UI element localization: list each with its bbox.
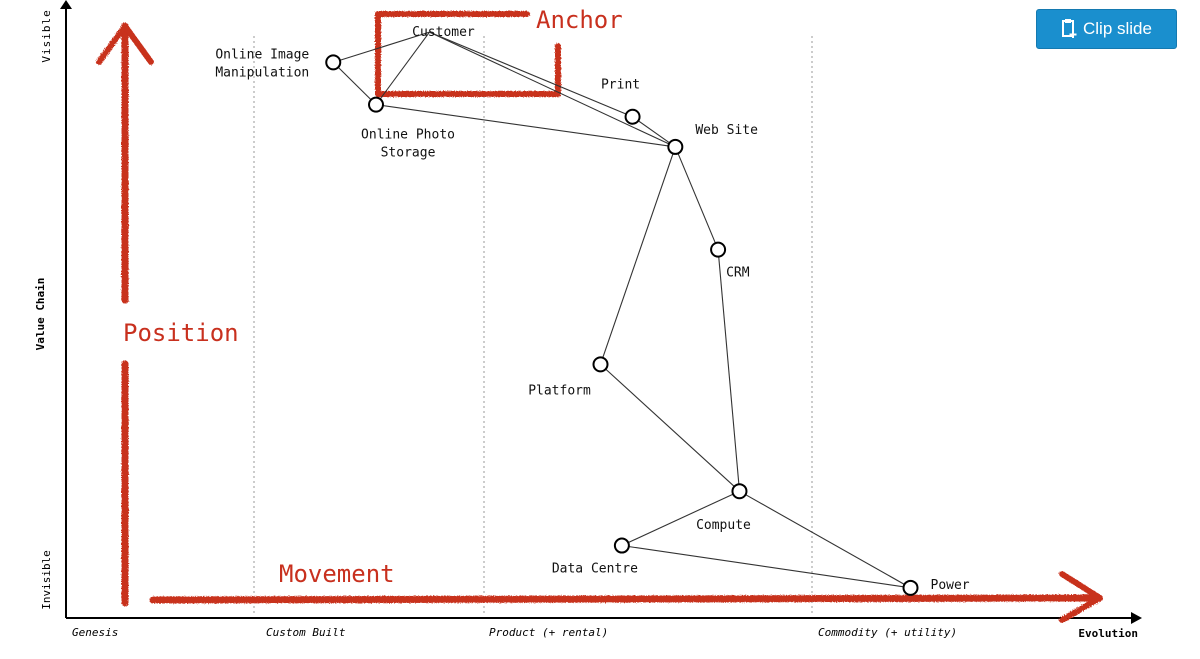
component-label-line: Data Centre <box>552 562 638 577</box>
component-data-centre: Data Centre <box>552 537 638 577</box>
component-label-line: Manipulation <box>215 65 309 80</box>
component-label-customer: Customer <box>412 25 475 40</box>
link-crm-to-compute <box>717 249 741 492</box>
component-node-web-site <box>667 138 684 155</box>
component-node-crm <box>710 241 727 258</box>
y-axis-top-label: Visible <box>40 9 53 62</box>
component-label-compute: Compute <box>696 518 751 533</box>
component-label-line: Print <box>601 78 640 93</box>
component-label-line: Compute <box>696 518 751 533</box>
component-web-site: Web Site <box>667 123 758 155</box>
y-axis-bottom-label: Invisible <box>40 550 53 610</box>
component-power: Power <box>902 578 970 596</box>
clip-slide-button[interactable]: Clip slide <box>1036 9 1177 49</box>
stage-label-custom-built: Custom Built <box>266 626 346 639</box>
link-platform-to-compute <box>600 363 740 492</box>
component-label-line: Online Image <box>215 47 309 62</box>
component-node-online-image-manipulation <box>325 54 342 71</box>
stage-label-product: Product (+ rental) <box>489 626 608 639</box>
x-axis-arrow <box>1131 612 1142 624</box>
link-customer-to-online-image-manipulation <box>333 31 430 63</box>
y-axis-title: Value Chain <box>34 278 47 351</box>
clip-slide-label: Clip slide <box>1083 19 1152 38</box>
component-label-crm: CRM <box>726 266 750 281</box>
position-label: Position <box>123 319 239 347</box>
anchor-label: Anchor <box>536 6 623 34</box>
component-customer: Customer <box>412 25 475 40</box>
component-print: Print <box>601 78 641 125</box>
link-web-site-to-crm <box>674 146 719 250</box>
link-web-site-to-platform <box>599 146 676 365</box>
link-customer-to-online-photo-storage <box>375 31 430 105</box>
component-platform: Platform <box>528 356 609 398</box>
position-arrow-head <box>96 23 154 65</box>
link-compute-to-data-centre <box>621 490 740 547</box>
clip-icon <box>1061 19 1077 39</box>
link-online-image-manipulation-to-online-photo-storage <box>332 61 377 106</box>
link-online-photo-storage-to-web-site <box>375 104 676 148</box>
component-node-compute <box>731 483 748 500</box>
component-label-line: CRM <box>726 266 750 281</box>
component-label-power: Power <box>931 578 970 593</box>
component-label-platform: Platform <box>528 383 591 398</box>
stage-label-genesis: Genesis <box>72 626 118 639</box>
component-label-print: Print <box>601 78 640 93</box>
link-data-centre-to-power <box>621 545 911 589</box>
movement-label: Movement <box>279 560 395 588</box>
y-axis-arrow <box>60 0 72 9</box>
component-label-line: Web Site <box>695 123 758 138</box>
movement-arrow-head <box>1059 571 1103 623</box>
component-label-line: Platform <box>528 383 591 398</box>
component-label-data-centre: Data Centre <box>552 562 638 577</box>
component-node-power <box>902 579 919 596</box>
component-label-line: Power <box>931 578 970 593</box>
component-node-print <box>624 108 641 125</box>
component-compute: Compute <box>696 483 751 533</box>
movement-arrow <box>149 594 1100 604</box>
component-node-online-photo-storage <box>368 96 385 113</box>
component-label-line: Storage <box>381 146 436 161</box>
component-node-data-centre <box>613 537 630 554</box>
link-print-to-web-site <box>632 116 676 148</box>
link-customer-to-print <box>429 31 633 118</box>
x-axis-title: Evolution <box>1078 627 1138 640</box>
annotations <box>96 11 1103 623</box>
link-customer-to-web-site <box>429 31 676 148</box>
axes <box>60 0 1142 624</box>
component-label-line: Customer <box>412 25 475 40</box>
component-crm: CRM <box>710 241 750 281</box>
component-node-platform <box>592 356 609 373</box>
stage-label-commodity: Commodity (+ utility) <box>818 626 957 639</box>
component-label-line: Online Photo <box>361 128 455 143</box>
link-compute-to-power <box>739 490 911 589</box>
anchor-box <box>375 11 561 97</box>
dependency-links <box>332 31 911 589</box>
component-label-web-site: Web Site <box>695 123 758 138</box>
stage-dividers <box>253 36 813 616</box>
